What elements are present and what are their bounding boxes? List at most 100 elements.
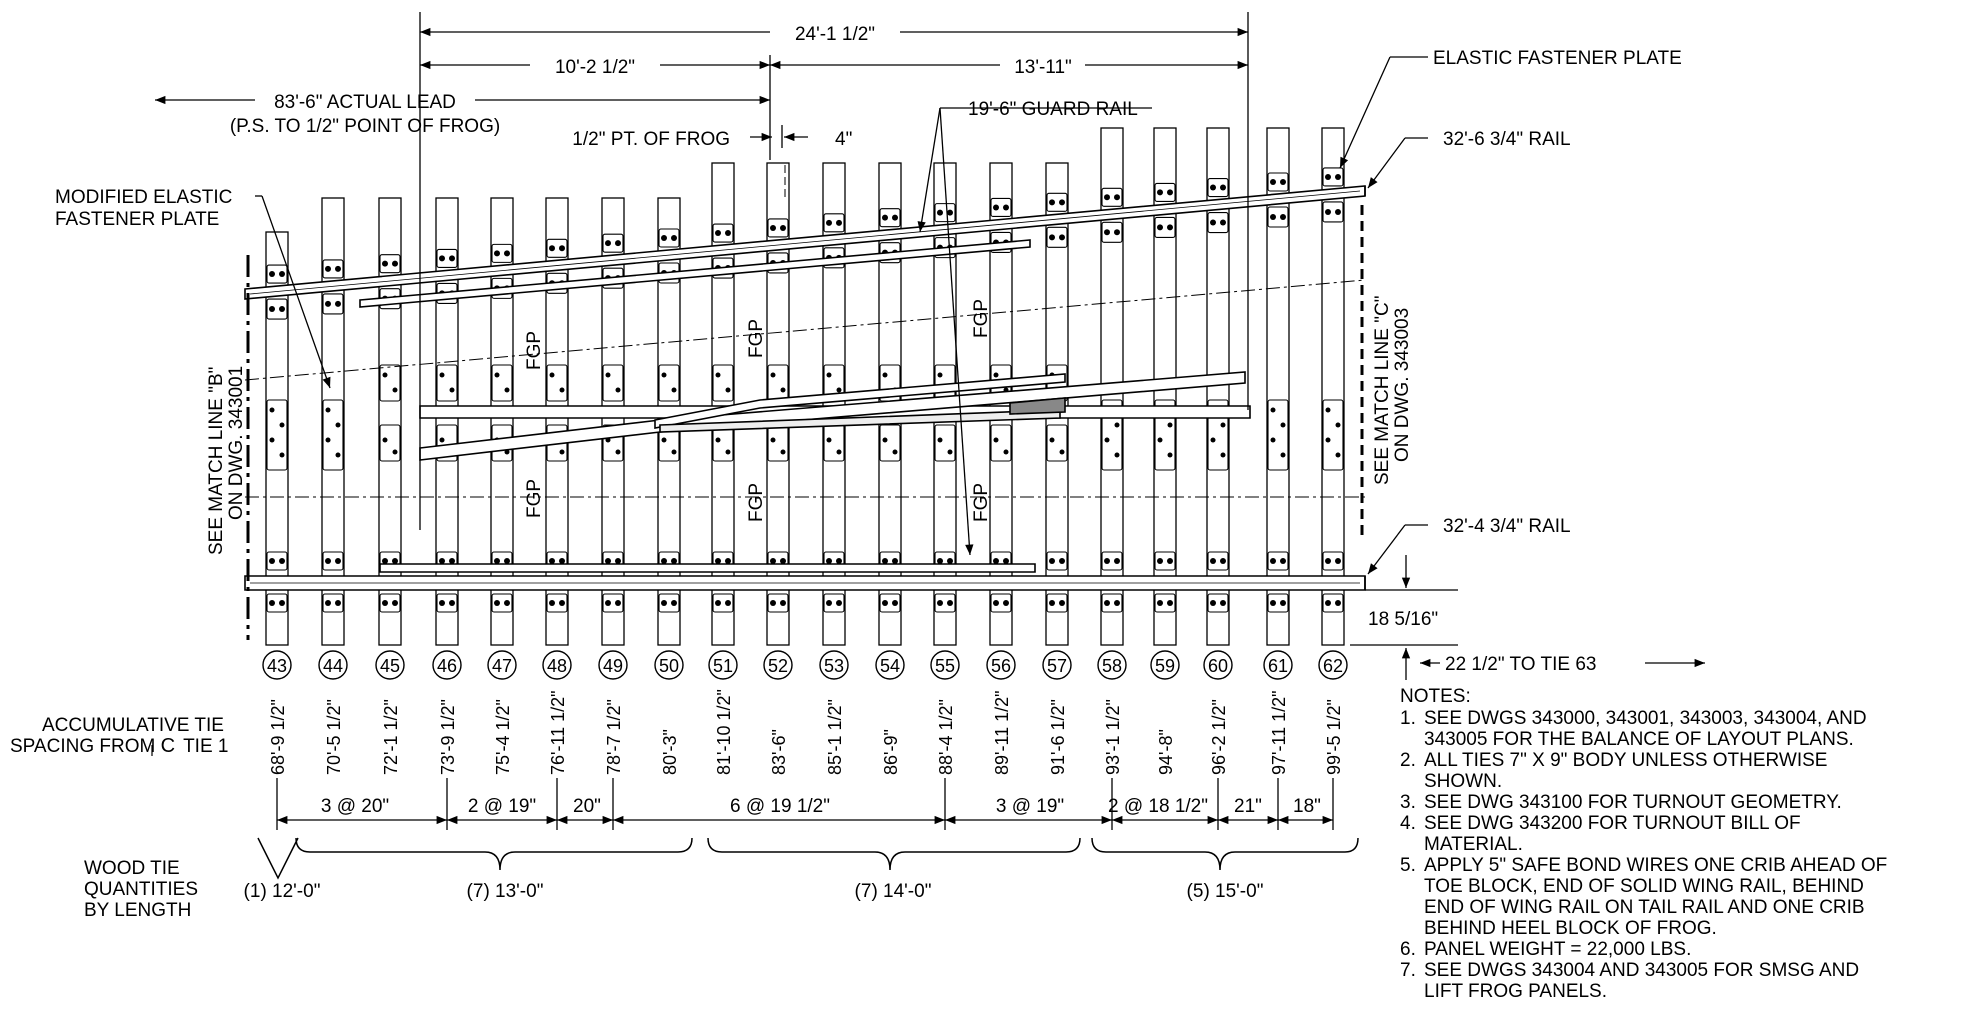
tie-plate <box>436 364 458 402</box>
tie-plate <box>491 243 513 263</box>
tie-plate <box>767 593 789 613</box>
modified-plate-callout-2: FASTENER PLATE <box>55 209 219 230</box>
tie-spacing: 80'-3" <box>660 729 680 775</box>
note-text: BEHIND HEEL BLOCK OF FROG. <box>1424 918 1717 939</box>
note-text: TOE BLOCK, END OF SOLID WING RAIL, BEHIN… <box>1424 876 1864 897</box>
tie-spacing: 68'-9 1/2" <box>268 699 288 775</box>
guard-rail-top <box>359 239 1031 308</box>
tie-spacing: 93'-1 1/2" <box>1103 699 1123 775</box>
tie-number: 51 <box>713 656 733 676</box>
actual-lead-note: (P.S. TO 1/2" POINT OF FROG) <box>230 116 500 137</box>
notes: NOTES: 1.SEE DWGS 343000, 343001, 343003… <box>1400 686 1887 1002</box>
fgp-labels: FGP FGP FGP FGP FGP FGP <box>524 299 992 522</box>
tie-plate <box>546 593 568 613</box>
actual-lead-dimension: 83'-6" ACTUAL LEAD <box>274 92 456 113</box>
note-number: 1. <box>1400 708 1416 729</box>
tie-number: 45 <box>380 656 400 676</box>
tie-plate <box>934 593 956 613</box>
tie-plate <box>1322 593 1344 613</box>
wood-tie-label: WOOD TIE <box>84 858 180 879</box>
match-line-c-label: SEE MATCH LINE "C" <box>1372 296 1393 485</box>
spacing-group-label: 20" <box>573 796 601 817</box>
tie-plate <box>322 593 344 613</box>
match-line-b-label: SEE MATCH LINE "B" <box>206 367 227 555</box>
match-line-c-dwg: ON DWG. 343003 <box>1392 308 1413 462</box>
tie-offset-dimension: 18 5/16" <box>1368 609 1438 630</box>
elastic-plate-callout: ELASTIC FASTENER PLATE <box>1433 48 1682 69</box>
tie-marker: 48 76'-11 1/2" <box>542 650 572 775</box>
tie <box>490 197 514 646</box>
tie-plate <box>879 208 901 228</box>
overall-dimension: 24'-1 1/2" <box>795 24 875 45</box>
tie-plate <box>934 424 956 462</box>
tie-number: 47 <box>492 656 512 676</box>
tie-plate <box>1322 201 1344 223</box>
tie-number: 46 <box>437 656 457 676</box>
tie-plate <box>658 593 680 613</box>
rail-top-callout: 32'-6 3/4" RAIL <box>1443 129 1571 150</box>
tie <box>1266 127 1290 646</box>
wood-tie-quantities: WOOD TIE QUANTITIES BY LENGTH (1) 12'-0"… <box>84 837 1359 921</box>
tie-plate <box>266 264 288 284</box>
tie-spacing: 81'-10 1/2" <box>714 689 734 775</box>
tie-plate <box>658 228 680 248</box>
tie-plate <box>658 364 680 402</box>
tie-plate <box>767 364 789 402</box>
fgp-label: FGP <box>971 299 992 338</box>
tie-plate <box>1101 187 1123 207</box>
tie-number: 48 <box>547 656 567 676</box>
tie <box>265 231 289 646</box>
tie-plate <box>546 238 568 258</box>
fgp-label: FGP <box>746 319 767 358</box>
tie-plate <box>322 293 344 315</box>
spacing-group-label: 3 @ 19" <box>996 796 1064 817</box>
tie-plate <box>1046 593 1068 613</box>
tie-spacing: 73'-9 1/2" <box>438 699 458 775</box>
tie-plate <box>1154 182 1176 202</box>
quantity-14ft: (7) 14'-0" <box>855 881 932 902</box>
tie-number: 43 <box>267 656 287 676</box>
tie-plate <box>1101 593 1123 613</box>
tie-plate <box>322 551 344 571</box>
wood-tie-label: BY LENGTH <box>84 900 191 921</box>
tie-marker: 58 93'-1 1/2" <box>1097 650 1127 775</box>
fgp-label: FGP <box>524 331 545 370</box>
note-text: SEE DWGS 343004 AND 343005 FOR SMSG AND <box>1424 960 1859 981</box>
spacing-group-label: 3 @ 20" <box>321 796 389 817</box>
tie-spacing: 89'-11 1/2" <box>992 690 1012 775</box>
tie-plate <box>767 218 789 238</box>
tie-spacing: 76'-11 1/2" <box>548 690 568 775</box>
tie <box>321 197 345 646</box>
tie-plate <box>990 593 1012 613</box>
tie-plate <box>767 424 789 462</box>
tie-plate <box>823 213 845 233</box>
tie-plate <box>934 203 956 223</box>
frog-heel <box>1009 397 1066 415</box>
left-segment-dimension: 10'-2 1/2" <box>555 57 635 78</box>
tie-plate <box>823 424 845 462</box>
tie-plate <box>1046 192 1068 212</box>
tie-number: 54 <box>880 656 900 676</box>
note-text: MATERIAL. <box>1424 834 1523 855</box>
tie-spacing: 70'-5 1/2" <box>324 699 344 775</box>
tie-number: 58 <box>1102 656 1122 676</box>
tie-spacing: 91'-6 1/2" <box>1048 699 1068 775</box>
note-number: 3. <box>1400 792 1416 813</box>
fgp-label: FGP <box>746 483 767 522</box>
tie-number: 49 <box>603 656 623 676</box>
tie-plate <box>879 593 901 613</box>
tie-plate <box>879 424 901 462</box>
tie-plate <box>322 259 344 279</box>
tie-spacing: 85'-1 1/2" <box>825 699 845 775</box>
tie-number: 62 <box>1323 656 1343 676</box>
tie-plate <box>1322 167 1344 187</box>
tie-plate <box>1267 206 1289 228</box>
